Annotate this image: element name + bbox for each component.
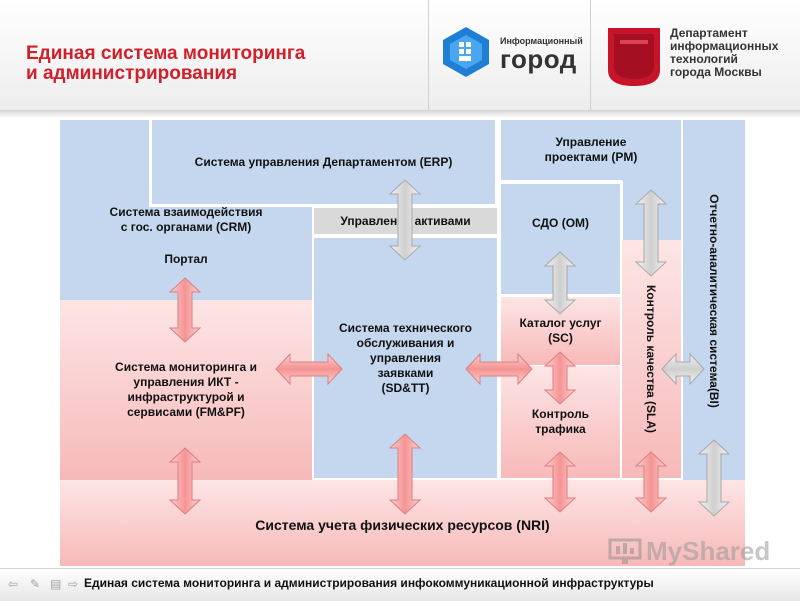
- crm-label-line: с гос. органами (CRM): [120, 220, 252, 234]
- sd-label-line: обслуживания и: [356, 335, 455, 350]
- menu-icon[interactable]: ▤: [50, 577, 62, 591]
- arrow-portal-fm: [168, 277, 202, 343]
- header-divider: [590, 0, 591, 110]
- page-title: Единая система мониторинга и администрир…: [26, 44, 305, 84]
- arrow-sd-nri: [388, 433, 422, 515]
- department-line: информационных: [670, 39, 779, 53]
- arrow-pm-sla: [634, 189, 668, 277]
- arrow-sla-bi: [661, 352, 705, 386]
- header-divider: [428, 0, 429, 110]
- crm-label-line: Система взаимодействия: [109, 205, 263, 219]
- header-shadow: [0, 110, 800, 118]
- erp-block: Система управления Департаментом (ERP): [149, 117, 498, 207]
- arrow-traffic-nri: [543, 451, 577, 513]
- arrow-fm-nri: [168, 447, 202, 515]
- erp-label: Система управления Департаментом (ERP): [194, 154, 453, 169]
- arrow-sla-nri: [634, 451, 668, 513]
- arrow-om-sc: [543, 251, 577, 315]
- fm-label-line: сервисами (FM&PF): [127, 405, 245, 419]
- moscow-it-department-logo-icon: [608, 28, 660, 86]
- department-name: Департамент информационных технологий го…: [670, 27, 778, 79]
- forward-arrow-icon[interactable]: ⇨: [68, 577, 79, 591]
- fm-label-line: управления ИКТ -: [133, 375, 239, 389]
- sd-label-line: Система технического: [338, 320, 473, 335]
- arrow-bi-nri: [697, 439, 731, 517]
- bi-block: [683, 120, 745, 480]
- footer-caption: Единая система мониторинга и администрир…: [84, 576, 654, 590]
- footer-bar: [0, 568, 800, 601]
- department-line: Департамент: [670, 26, 748, 40]
- watermark-text: MyShared: [646, 536, 771, 566]
- sc-label-line: Каталог услуг: [519, 316, 602, 330]
- sd-label-line: (SD&TT): [381, 380, 430, 395]
- traffic-label-line: трафика: [535, 422, 586, 436]
- watermark-icon: [608, 538, 642, 564]
- logo-small-text: Информационный: [500, 36, 583, 46]
- arrow-sc-traffic: [543, 351, 577, 405]
- pm-label-line: проектами (PM): [544, 150, 638, 164]
- informational-city-logo-icon: [443, 27, 489, 77]
- nri-label: Система учета физических ресурсов (NRI): [255, 516, 550, 533]
- sd-label-line: управления: [370, 350, 441, 365]
- om-label: СДО (OM): [531, 216, 590, 230]
- department-line: города Москвы: [670, 65, 762, 79]
- arrow-fm-sd: [275, 352, 343, 386]
- traffic-label-line: Контроль: [531, 407, 590, 421]
- title-line-1: Единая система мониторинга: [26, 43, 306, 64]
- pm-block: Управление проектами (PM): [501, 120, 681, 180]
- fm-label-line: инфраструктурой и: [127, 390, 245, 404]
- arrow-sd-sc: [465, 352, 533, 386]
- sc-label-line: (SC): [548, 331, 573, 345]
- portal-label: Портал: [164, 252, 208, 266]
- logo-big-text: город: [500, 44, 577, 74]
- header: [0, 0, 800, 110]
- back-arrow-icon[interactable]: ⇦: [8, 577, 19, 591]
- arrow-erp-sd: [388, 179, 422, 261]
- sd-label-line: заявками: [377, 365, 434, 380]
- pencil-icon[interactable]: ✎: [30, 577, 41, 591]
- fm-label-line: Система мониторинга и: [115, 360, 257, 374]
- pm-label-line: Управление: [555, 135, 627, 149]
- title-line-2: и администрирования: [26, 63, 238, 84]
- department-line: технологий: [670, 52, 738, 66]
